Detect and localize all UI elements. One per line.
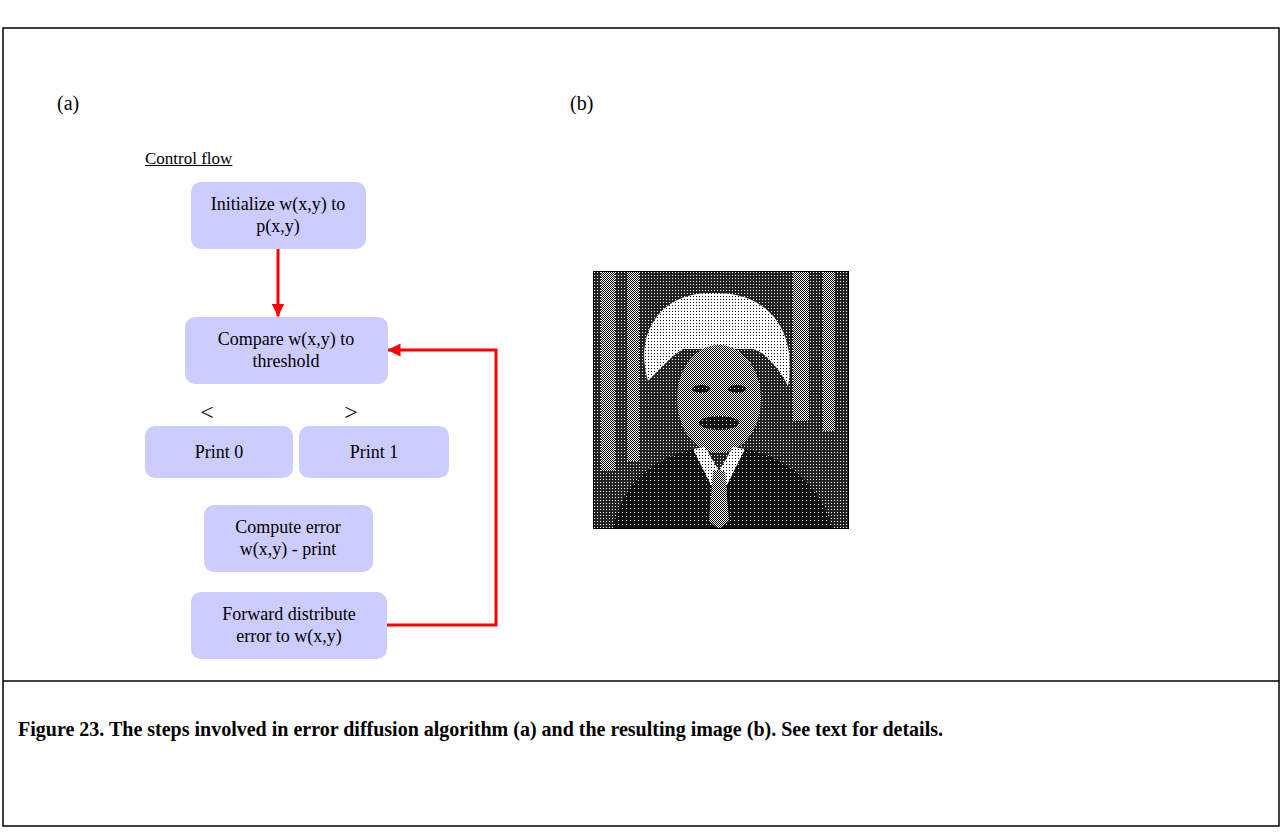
box-text: Compute error w(x,y) - print bbox=[226, 516, 351, 560]
process-box: Print 0 bbox=[145, 426, 293, 478]
section-heading: Control flow bbox=[145, 149, 232, 169]
curtain-fold bbox=[601, 271, 615, 471]
box-text: Print 0 bbox=[195, 441, 244, 463]
panel-label: (a) bbox=[57, 92, 79, 115]
halftone-portrait bbox=[593, 271, 849, 529]
branch-symbol: < bbox=[200, 399, 214, 426]
curtain-fold bbox=[627, 271, 639, 461]
box-text: Print 1 bbox=[350, 441, 399, 463]
process-box: Initialize w(x,y) to p(x,y) bbox=[191, 182, 366, 249]
frame-border bbox=[3, 28, 1279, 826]
portrait-eye bbox=[728, 385, 746, 393]
portrait-eye bbox=[692, 385, 710, 393]
box-text: Forward distribute error to w(x,y) bbox=[214, 603, 364, 647]
flow-arrow bbox=[277, 249, 280, 317]
panel-label: (b) bbox=[570, 92, 593, 115]
portrait-ground bbox=[593, 271, 849, 529]
branch-symbol: > bbox=[344, 399, 358, 426]
box-text: Initialize w(x,y) to p(x,y) bbox=[208, 193, 348, 237]
process-box: Compute error w(x,y) - print bbox=[204, 505, 373, 572]
portrait-tie bbox=[709, 471, 729, 529]
curtain-fold bbox=[823, 271, 835, 431]
portrait-moustache bbox=[699, 416, 739, 430]
flow-arrow bbox=[387, 350, 496, 625]
curtain-fold bbox=[793, 271, 809, 421]
process-box: Forward distribute error to w(x,y) bbox=[191, 592, 387, 659]
process-box: Print 1 bbox=[299, 426, 449, 478]
portrait-suit bbox=[613, 449, 833, 529]
box-text: Compare w(x,y) to threshold bbox=[216, 328, 356, 372]
portrait-border bbox=[594, 272, 849, 529]
figure-caption: Figure 23. The steps involved in error d… bbox=[18, 714, 1258, 744]
process-box: Compare w(x,y) to threshold bbox=[185, 317, 388, 384]
caption-divider bbox=[3, 680, 1279, 682]
portrait-face bbox=[677, 345, 761, 453]
